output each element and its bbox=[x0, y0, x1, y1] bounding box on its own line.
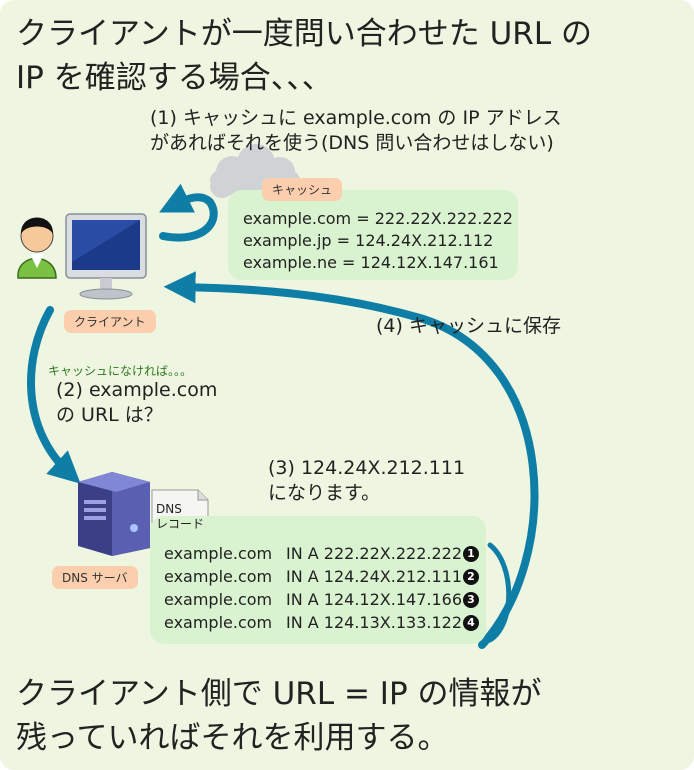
record-name: example.com bbox=[164, 544, 273, 563]
user-icon bbox=[17, 217, 57, 279]
diagram-title: クライアントが一度問い合わせた URL の IP を確認する場合、、、 bbox=[16, 12, 686, 100]
footer-line-1: クライアント側で URL = IP の情報が bbox=[16, 676, 542, 712]
step1-line-2: があればそれを使う(DNS 問い合わせはしない) bbox=[150, 132, 554, 154]
cache-box: example.com = 222.22X.222.222 example.jp… bbox=[228, 190, 518, 280]
record-value: IN A 124.24X.212.111 bbox=[286, 567, 462, 586]
record-name: example.com bbox=[164, 590, 273, 609]
step3-line-2: になります。 bbox=[268, 482, 381, 504]
record-value: IN A 124.12X.147.166 bbox=[286, 590, 462, 609]
record-name: example.com bbox=[164, 613, 273, 632]
footer-line-2: 残っていればそれを利用する。 bbox=[16, 720, 449, 756]
cache-entry: example.ne = 124.12X.147.161 bbox=[243, 253, 499, 272]
dns-records-box: example.com IN A 222.22X.222.222 1 examp… bbox=[150, 516, 486, 644]
record-value: IN A 222.22X.222.222 bbox=[286, 544, 462, 563]
records-bracket bbox=[487, 542, 512, 643]
query-arrow bbox=[27, 306, 81, 484]
record-name: example.com bbox=[164, 567, 273, 586]
server-icon bbox=[78, 472, 150, 556]
step1-line-1: (1) キャッシュに example.com の IP アドレス bbox=[150, 107, 562, 129]
cache-entry: example.com = 222.22X.222.222 bbox=[243, 209, 513, 228]
save-cache-arrow bbox=[163, 271, 539, 649]
record-value: IN A 124.13X.133.122 bbox=[286, 613, 462, 632]
step3-note: (3) 124.24X.212.111 になります。 bbox=[268, 456, 465, 506]
diagram-conclusion: クライアント側で URL = IP の情報が 残っていればそれを利用する。 bbox=[16, 672, 686, 760]
step2-line-1: (2) example.com bbox=[56, 379, 218, 401]
doc-line-1: DNS bbox=[156, 502, 182, 516]
dns-record-row: example.com IN A 124.24X.212.111 2 bbox=[164, 565, 479, 588]
cache-entry: example.jp = 124.24X.212.112 bbox=[243, 231, 494, 250]
dns-record-row: example.com IN A 222.22X.222.222 1 bbox=[164, 542, 479, 565]
title-line-2: IP を確認する場合、、、 bbox=[16, 60, 333, 96]
step2-line-2: の URL は？ bbox=[56, 404, 163, 426]
dns-server-label: DNS サーバ bbox=[52, 566, 138, 589]
monitor-icon bbox=[65, 213, 147, 300]
step2-prefix: キャッシュになければ。。。 bbox=[48, 364, 193, 378]
dns-record-row: example.com IN A 124.12X.147.166 3 bbox=[164, 588, 479, 611]
client-label: クライアント bbox=[64, 310, 156, 333]
dns-record-doc-label: DNS レコード bbox=[156, 502, 204, 532]
step3-line-1: (3) 124.24X.212.111 bbox=[268, 457, 466, 479]
record-number-badge: 3 bbox=[463, 591, 479, 608]
cache-tag: キャッシュ bbox=[262, 178, 343, 201]
step4-note: (4) キャッシュに保存 bbox=[376, 315, 561, 337]
step2-note: (2) example.com の URL は？ bbox=[56, 378, 217, 428]
step1-note: (1) キャッシュに example.com の IP アドレス があればそれを… bbox=[150, 106, 562, 156]
record-number-badge: 4 bbox=[463, 614, 479, 631]
doc-line-2: レコード bbox=[156, 517, 205, 531]
dns-record-row: example.com IN A 124.13X.133.122 4 bbox=[164, 611, 479, 634]
record-number-badge: 1 bbox=[463, 545, 479, 562]
record-number-badge: 2 bbox=[463, 568, 479, 585]
title-line-1: クライアントが一度問い合わせた URL の bbox=[16, 16, 592, 52]
cache-loop-arrow bbox=[159, 183, 218, 242]
